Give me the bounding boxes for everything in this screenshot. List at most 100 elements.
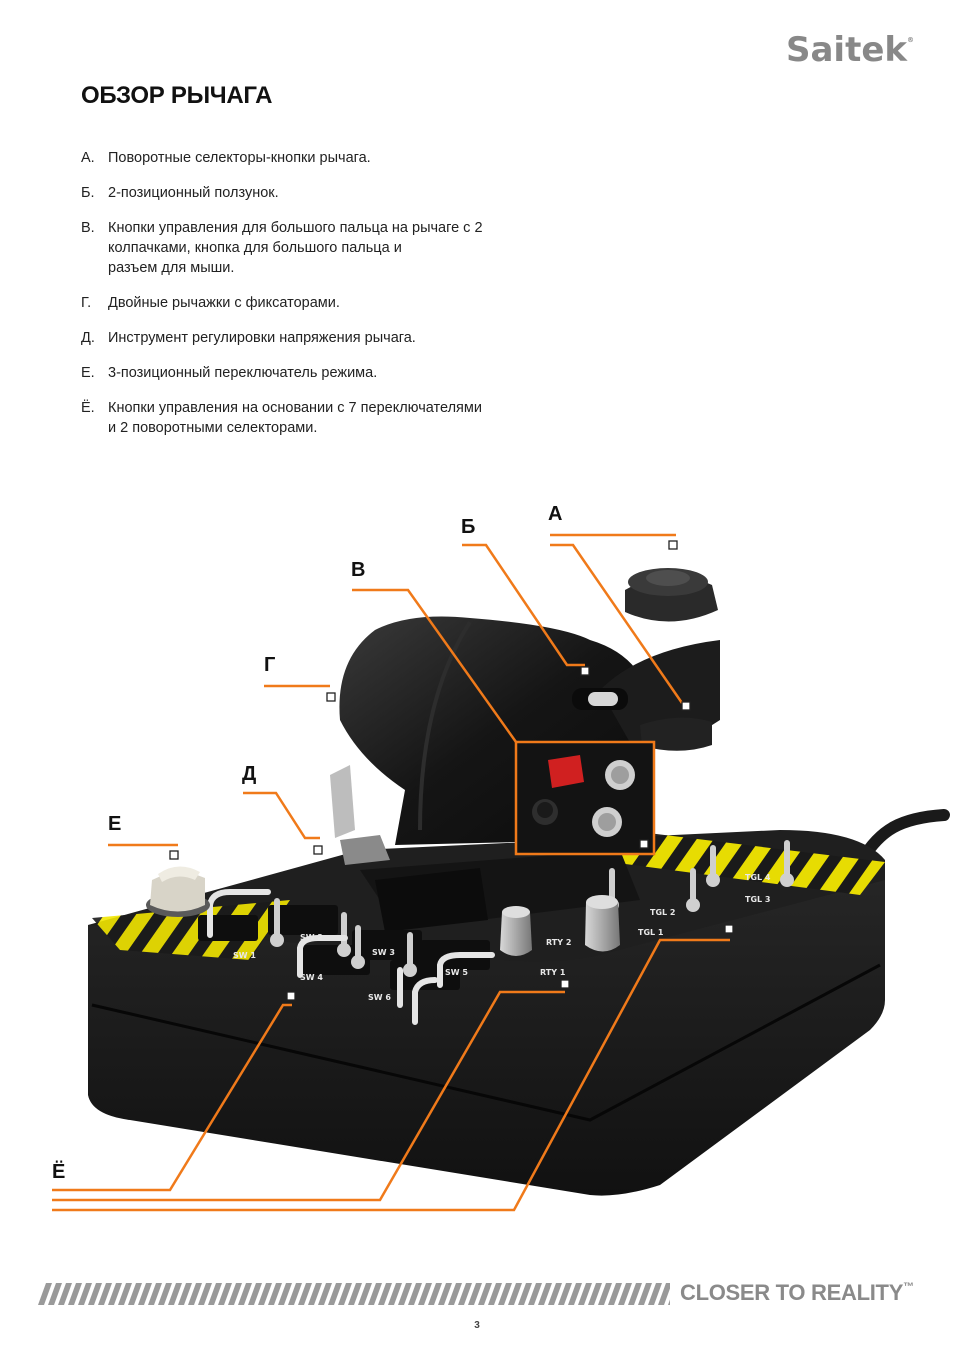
- footer-stripe: [308, 1283, 322, 1305]
- footer-stripes: [38, 1283, 670, 1305]
- footer-stripe: [448, 1283, 462, 1305]
- callout-a: А: [548, 503, 562, 525]
- rotary-knob-2[interactable]: [585, 895, 620, 952]
- list-text: 3-позиционный переключатель режима.: [108, 365, 378, 381]
- footer-stripe: [38, 1283, 52, 1305]
- callout-d: Д: [242, 763, 256, 785]
- footer-stripe: [68, 1283, 82, 1305]
- footer-stripe: [48, 1283, 62, 1305]
- footer-stripe: [88, 1283, 102, 1305]
- footer-stripe: [438, 1283, 452, 1305]
- saitek-logo: Saitek®: [786, 30, 914, 70]
- red-cap[interactable]: [548, 755, 584, 788]
- footer-stripe: [348, 1283, 362, 1305]
- footer-stripe: [658, 1283, 670, 1305]
- footer-stripe: [128, 1283, 142, 1305]
- footer-stripe: [368, 1283, 382, 1305]
- footer-stripe: [528, 1283, 542, 1305]
- footer-stripe: [538, 1283, 552, 1305]
- label-rty1: RTY 1: [540, 968, 566, 977]
- footer-stripe: [408, 1283, 422, 1305]
- footer-stripe: [428, 1283, 442, 1305]
- footer-stripe: [158, 1283, 172, 1305]
- label-tgl2: TGL 2: [650, 908, 675, 917]
- footer-stripe: [218, 1283, 232, 1305]
- footer-stripe: [498, 1283, 512, 1305]
- label-sw3: SW 3: [372, 948, 395, 957]
- footer-stripe: [338, 1283, 352, 1305]
- footer-stripe: [508, 1283, 522, 1305]
- footer-stripe: [108, 1283, 122, 1305]
- callout-frame-v: [514, 740, 656, 856]
- footer-stripe: [228, 1283, 242, 1305]
- footer-stripe: [608, 1283, 622, 1305]
- label-tgl4: TGL 4: [745, 873, 771, 882]
- hat-switch-knob[interactable]: [625, 568, 718, 622]
- list-marker: В.: [81, 220, 95, 236]
- label-sw2: SW 2: [300, 933, 323, 942]
- footer-stripe: [118, 1283, 132, 1305]
- registered-mark: ®: [907, 36, 914, 44]
- list-item: Г. Двойные рычажки с фиксаторами.: [81, 293, 551, 313]
- callout-lines: [52, 533, 730, 1212]
- list-item: В.Кнопки управления для большого пальца …: [81, 218, 551, 278]
- page-number: 3: [474, 1320, 480, 1331]
- footer-stripe: [518, 1283, 532, 1305]
- footer-stripe: [138, 1283, 152, 1305]
- footer-stripe: [358, 1283, 372, 1305]
- page-title: ОБЗОР РЫЧАГА: [81, 82, 273, 109]
- footer-stripe: [298, 1283, 312, 1305]
- label-sw6: SW 6: [368, 993, 391, 1002]
- footer-stripe: [568, 1283, 582, 1305]
- list-marker: Д.: [81, 330, 95, 346]
- footer-stripe: [618, 1283, 632, 1305]
- footer-stripe: [378, 1283, 392, 1305]
- footer-stripe: [478, 1283, 492, 1305]
- label-rty2: RTY 2: [546, 938, 571, 947]
- footer-stripe: [168, 1283, 182, 1305]
- base-switch-panel: SW 1 SW 2 SW 3 SW 4 SW 5 SW 6 RTY 1 RTY …: [146, 840, 794, 1025]
- footer-stripe: [638, 1283, 652, 1305]
- footer-stripe: [208, 1283, 222, 1305]
- thumb-controls-panel: [516, 742, 654, 854]
- throttle-diagram: SW 1 SW 2 SW 3 SW 4 SW 5 SW 6 RTY 1 RTY …: [52, 503, 950, 1212]
- throttle-grip: [330, 568, 720, 865]
- callout-b: Б: [461, 516, 475, 538]
- callout-yo: Ё: [52, 1160, 65, 1183]
- footer-stripe: [588, 1283, 602, 1305]
- footer-stripe: [238, 1283, 252, 1305]
- list-marker: Г.: [81, 295, 92, 311]
- tagline: CLOSER TO REALITY™: [680, 1280, 914, 1306]
- trademark: ™: [903, 1280, 914, 1293]
- list-text: 2-позиционный ползунок.: [108, 185, 279, 201]
- list-text: Двойные рычажки с фиксаторами.: [108, 295, 340, 311]
- footer-stripe: [548, 1283, 562, 1305]
- footer-stripe: [488, 1283, 502, 1305]
- list-marker: Е.: [81, 365, 95, 381]
- label-sw4: SW 4: [300, 973, 323, 982]
- label-sw1: SW 1: [233, 951, 256, 960]
- throttle-base: [88, 830, 885, 1196]
- footer-stripe: [648, 1283, 662, 1305]
- footer-stripe: [78, 1283, 92, 1305]
- list-item: Б.2-позиционный ползунок.: [81, 183, 551, 203]
- footer-stripe: [58, 1283, 72, 1305]
- list-text: Инструмент регулировки напряжения рычага…: [108, 330, 416, 346]
- footer-stripe: [188, 1283, 202, 1305]
- footer-stripe: [398, 1283, 412, 1305]
- footer-stripe: [418, 1283, 432, 1305]
- footer-stripe: [318, 1283, 332, 1305]
- footer-stripe: [628, 1283, 642, 1305]
- list-text: Кнопки управления на основании с 7 перек…: [108, 400, 482, 436]
- rotary-knob-1[interactable]: [500, 906, 532, 956]
- feature-list: А.Поворотные селекторы-кнопки рычага. Б.…: [81, 148, 551, 453]
- footer-stripe: [388, 1283, 402, 1305]
- footer-stripe: [198, 1283, 212, 1305]
- tagline-text: CLOSER TO REALITY: [680, 1280, 904, 1305]
- footer-stripe: [178, 1283, 192, 1305]
- label-tgl1: TGL 1: [638, 928, 664, 937]
- list-item: Ё.Кнопки управления на основании с 7 пер…: [81, 398, 551, 438]
- mode-selector-knob[interactable]: [146, 866, 210, 917]
- footer-stripe: [668, 1299, 670, 1305]
- footer-stripe: [458, 1283, 472, 1305]
